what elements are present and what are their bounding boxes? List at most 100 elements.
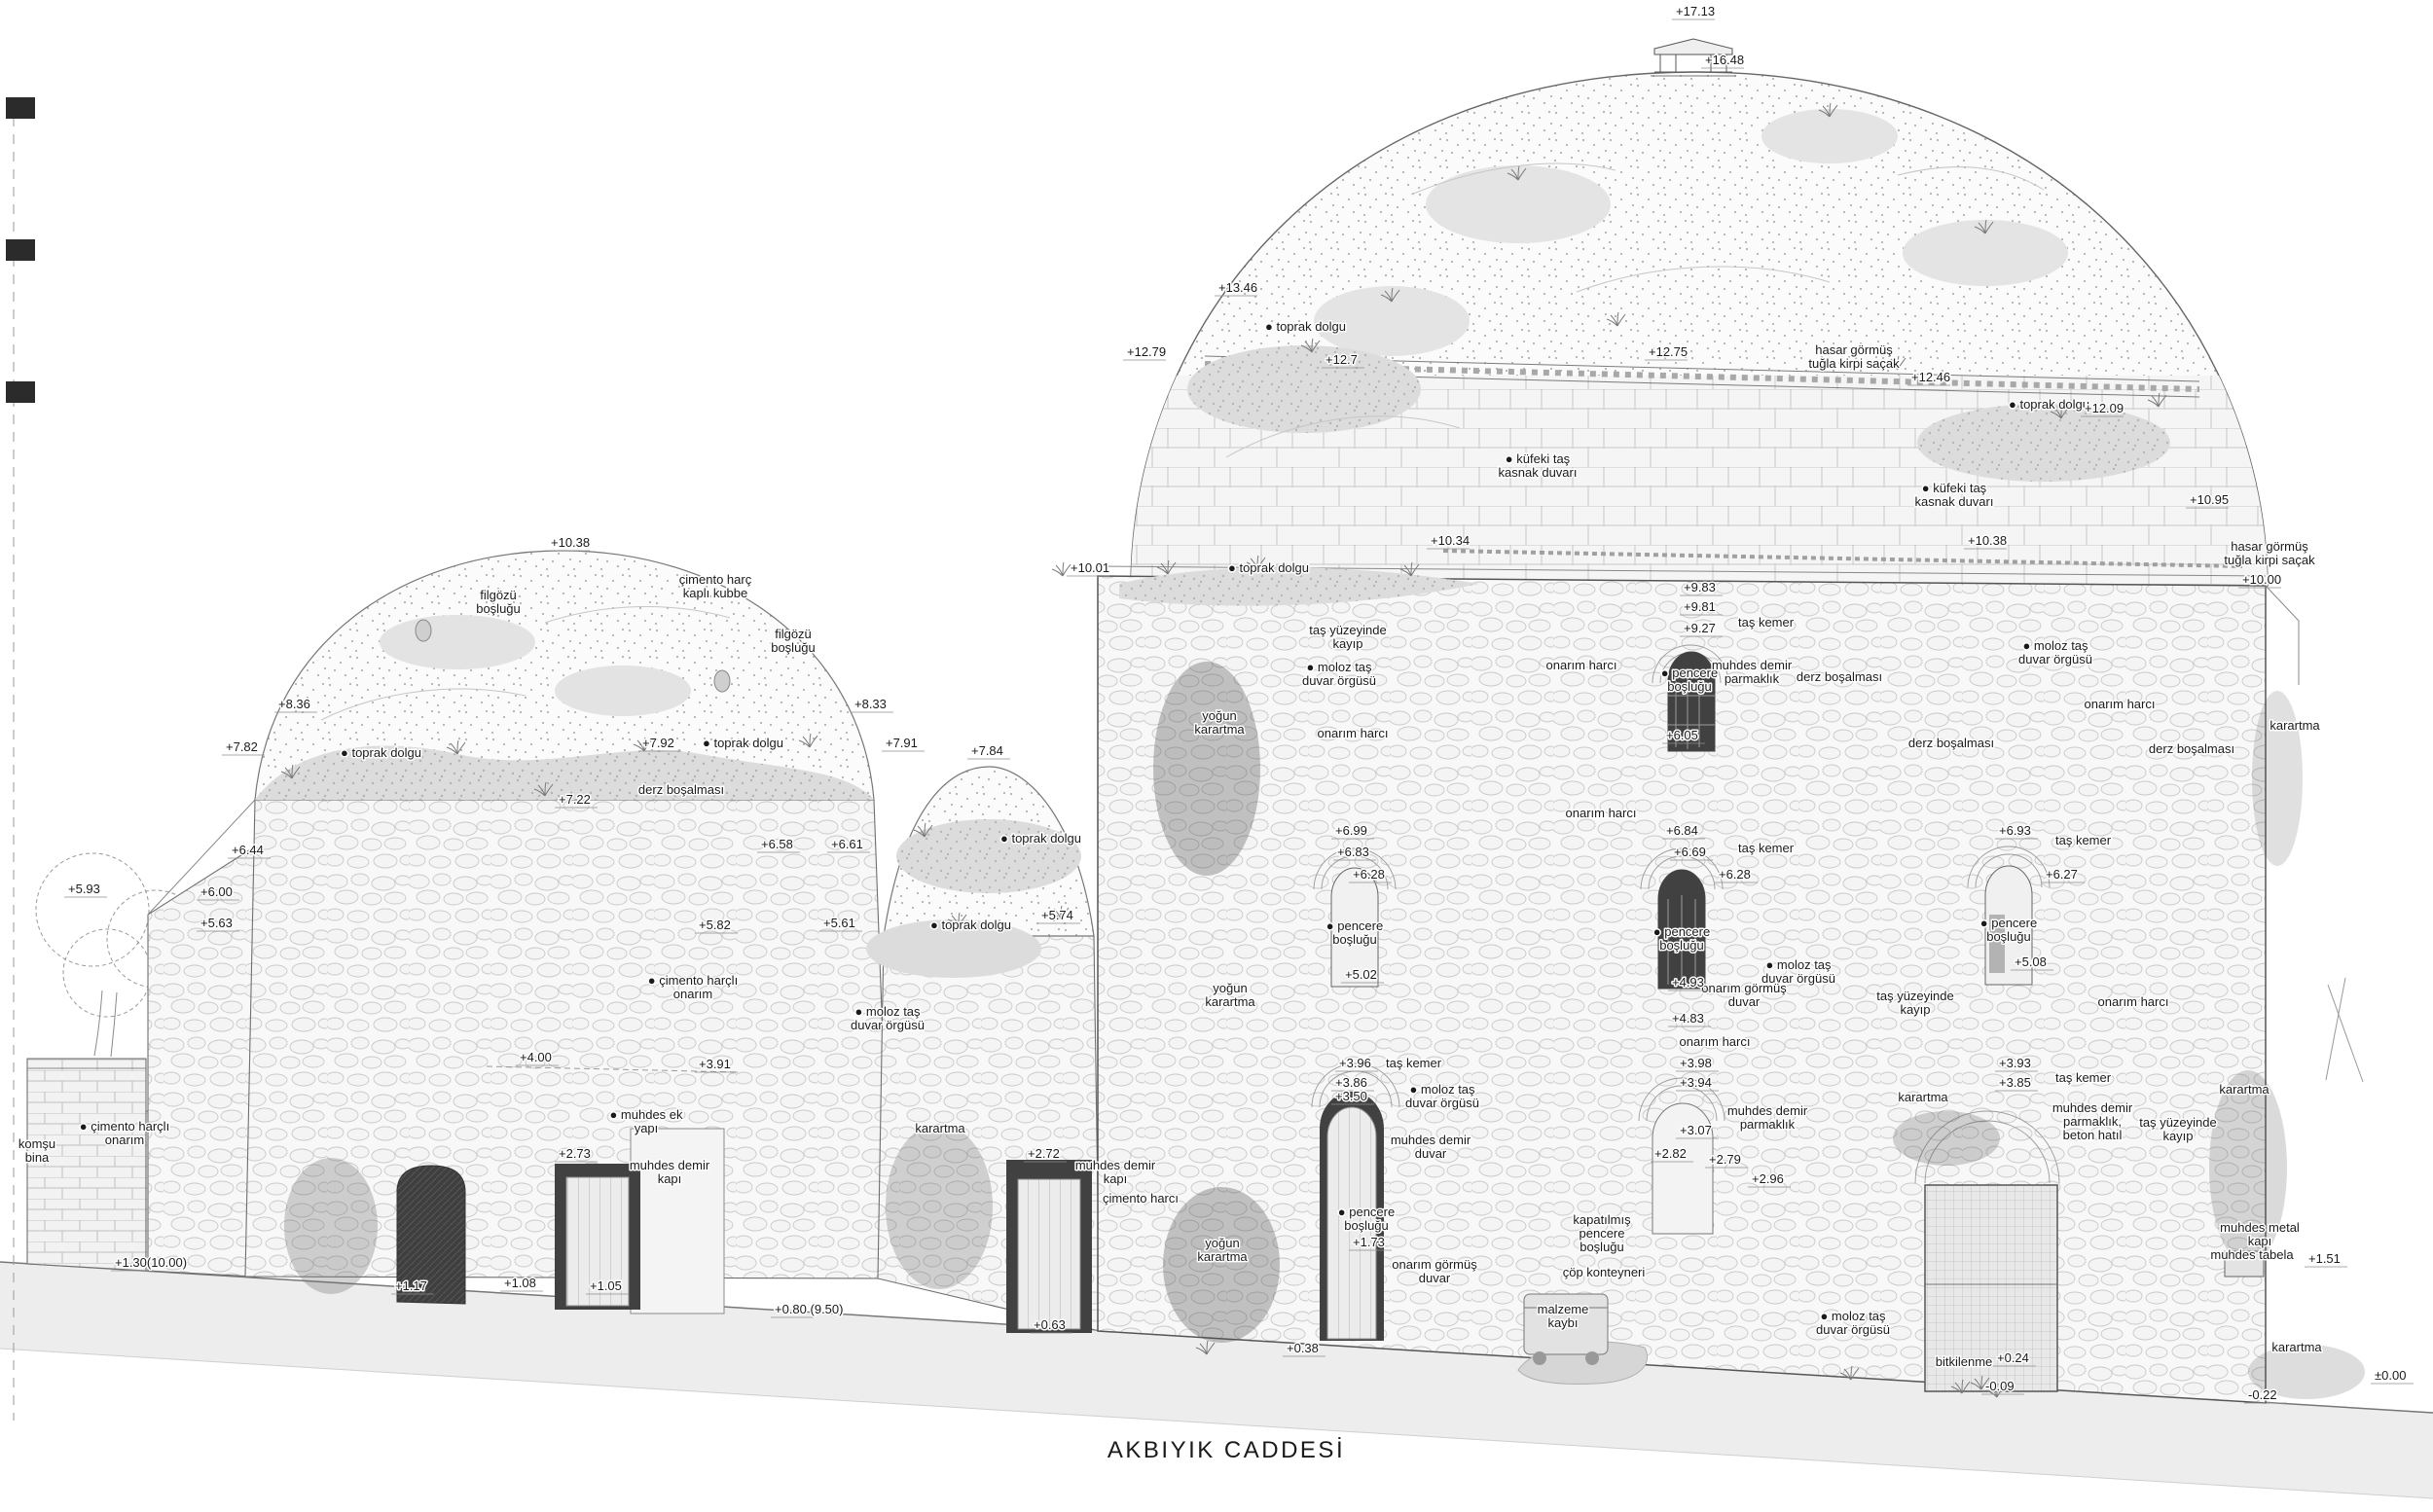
elevation-marker: +10.38 <box>547 534 592 552</box>
svg-text:+6.00: +6.00 <box>200 884 233 899</box>
elevation-marker: +3.96 <box>1335 1055 1378 1072</box>
elevation-marker: +5.02 <box>1341 966 1384 984</box>
annotation-label: ● toprak dolgu <box>340 744 423 762</box>
elevation-marker: +2.73 <box>555 1145 598 1163</box>
elevation-marker: +6.99 <box>1331 822 1374 840</box>
svg-text:+12.75: +12.75 <box>1649 344 1688 359</box>
elevation-marker: +1.51 <box>2305 1250 2347 1268</box>
dome-damage-patches <box>1187 109 2170 482</box>
annotation-label: karartma <box>2269 717 2322 735</box>
svg-text:+0.38: +0.38 <box>1287 1341 1319 1355</box>
elevation-marker: +1.73 <box>1349 1234 1392 1251</box>
annotation-label: taş kemer <box>1737 840 1797 857</box>
annotation-label: ● toprak dolgu <box>999 830 1083 847</box>
svg-text:onarım harcı: onarım harcı <box>1318 726 1389 740</box>
elevation-marker: +3.94 <box>1676 1074 1719 1092</box>
elevation-marker: +13.46 <box>1215 279 1259 297</box>
elevation-marker: +0.24 <box>1993 1350 2036 1367</box>
svg-text:+16.48: +16.48 <box>1705 53 1744 67</box>
svg-text:+10.01: +10.01 <box>1071 560 1109 575</box>
svg-text:+1.08: +1.08 <box>504 1276 536 1290</box>
svg-text:+7.82: +7.82 <box>226 739 258 754</box>
svg-text:karartma: karartma <box>2270 718 2320 733</box>
svg-text:+1.05: +1.05 <box>590 1278 622 1293</box>
svg-text:+4.83: +4.83 <box>1672 1011 1704 1026</box>
elevation-marker: +0.63 <box>1030 1316 1072 1334</box>
svg-text:+6.83: +6.83 <box>1337 845 1369 859</box>
elevation-marker: +3.86 <box>1331 1074 1374 1092</box>
svg-text:+6.44: +6.44 <box>232 843 264 857</box>
leaning-pole <box>2325 977 2364 1083</box>
elevation-marker: +2.79 <box>1705 1151 1748 1169</box>
elevation-marker: +9.81 <box>1680 598 1723 616</box>
svg-text:+6.28: +6.28 <box>1719 867 1751 882</box>
elevation-marker: +5.63 <box>197 915 239 932</box>
elevation-marker: +1.05 <box>586 1278 629 1295</box>
legend-mark <box>6 97 35 119</box>
elevation-marker: +4.83 <box>1668 1010 1711 1027</box>
annotation-layer: +17.13+16.48+13.46● toprak dolgu+12.79+1… <box>17 3 2414 1404</box>
svg-text:+9.27: +9.27 <box>1684 621 1716 635</box>
svg-text:+0.63: +0.63 <box>1034 1317 1066 1332</box>
svg-text:+6.93: +6.93 <box>1999 823 2031 838</box>
svg-text:+1.51: +1.51 <box>2308 1251 2341 1266</box>
svg-text:+1.30(10.00): +1.30(10.00) <box>115 1255 187 1270</box>
svg-text:+2.73: +2.73 <box>559 1146 591 1161</box>
svg-text:+3.50: +3.50 <box>1335 1089 1367 1103</box>
elevation-marker: +5.93 <box>64 881 107 898</box>
svg-text:+5.82: +5.82 <box>699 918 731 932</box>
elevation-marker: +1.08 <box>500 1275 543 1292</box>
elevation-marker: +6.28 <box>1715 866 1758 883</box>
svg-text:+3.93: +3.93 <box>1999 1056 2031 1070</box>
svg-text:karartma: karartma <box>915 1121 965 1135</box>
elevation-marker: -0.09 <box>1981 1378 2024 1395</box>
left-iron-door <box>555 1164 640 1310</box>
elevation-marker: +9.27 <box>1680 620 1723 637</box>
annotation-label: onarım harcı <box>1678 1033 1752 1051</box>
annotation-label: taş kemer <box>1385 1055 1444 1072</box>
main-dome-group <box>1130 38 2269 587</box>
svg-text:+6.27: +6.27 <box>2046 867 2078 882</box>
svg-text:+2.79: +2.79 <box>1709 1152 1741 1167</box>
legend-mark <box>6 239 35 261</box>
svg-text:derz boşalması: derz boşalması <box>1797 669 1882 684</box>
elevation-marker: +5.08 <box>2011 954 2053 971</box>
svg-text:+7.92: +7.92 <box>642 736 674 750</box>
svg-text:+6.58: +6.58 <box>761 837 793 851</box>
svg-text:+12.79: +12.79 <box>1127 344 1166 359</box>
elevation-marker: +9.83 <box>1680 579 1723 596</box>
elevation-marker: +2.72 <box>1024 1145 1067 1163</box>
svg-text:+12.09: +12.09 <box>2085 401 2124 415</box>
annotation-label: muhdes tabela <box>2209 1246 2296 1264</box>
annotation-label: karartma <box>914 1120 967 1137</box>
svg-text:+3.94: +3.94 <box>1680 1075 1712 1090</box>
elevation-marker: +0.80 (9.50) <box>771 1301 845 1318</box>
